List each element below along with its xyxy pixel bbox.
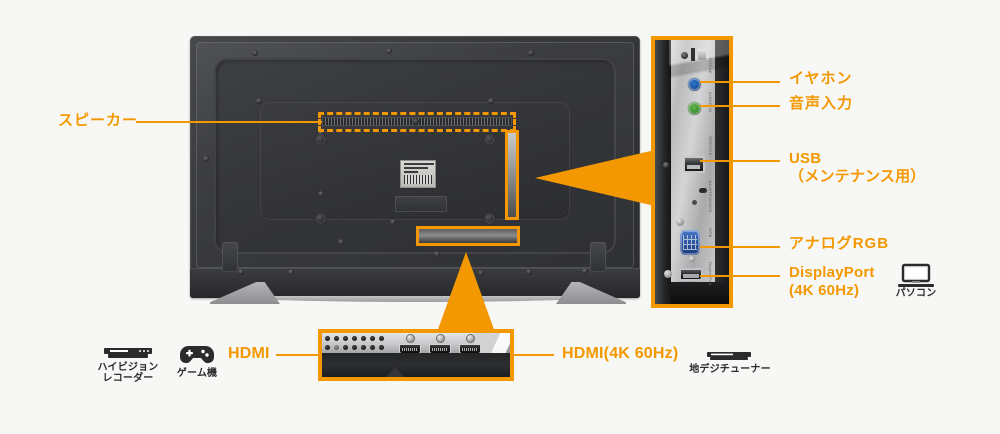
earphone-jack (688, 78, 701, 91)
vesa-mount-screw (315, 213, 326, 224)
hdmi-screw-2 (436, 334, 445, 343)
bottom-port-photo-strip (419, 229, 517, 243)
displayport-label: DisplayPort (4K 60Hz) (789, 264, 875, 299)
tv-rear-small-plate (395, 196, 447, 212)
side-panel-tab (698, 49, 706, 60)
tv-screw (488, 98, 494, 104)
side-panel-silkscreen: PHONE (708, 58, 713, 74)
side-panel-dot (692, 200, 697, 205)
side-port-highlight-box (505, 130, 519, 220)
usb-port (683, 156, 705, 173)
audio-in-label: 音声入力 (789, 95, 854, 112)
hdmi-screw-3 (466, 334, 475, 343)
side-panel-silkscreen: MAINTENANCE (708, 180, 713, 213)
tv-screw (582, 268, 588, 274)
usb-label: USB （メンテナンス用） (789, 150, 926, 185)
bottom-panel-notch (386, 367, 404, 377)
tuner-caption: 地デジチューナー (689, 364, 771, 375)
displayport-screw (664, 270, 672, 278)
tv-stand-bar (232, 296, 602, 302)
side-panel-silkscreen: DisplayPort (708, 262, 713, 286)
laptop-icon (898, 263, 934, 288)
side-panel-silkscreen: AUDIO IN (708, 92, 713, 113)
tv-screw (252, 50, 258, 56)
tv-screw (256, 98, 262, 104)
side-panel-silkscreen: RGB (708, 228, 713, 238)
recorder-icon (104, 348, 152, 358)
tv-screw (526, 269, 532, 275)
tv-screw (386, 48, 392, 54)
pc-caption: パソコン (895, 288, 937, 299)
side-panel-photo: PHONE AUDIO IN SERVICE MAINTENANCE RGB D… (651, 36, 733, 308)
vesa-mount-screw (315, 134, 326, 145)
speaker-highlight-box (318, 112, 516, 132)
speaker-label: スピーカー (58, 112, 139, 129)
vesa-mount-screw (484, 134, 495, 145)
displayport-leader-line (700, 275, 780, 277)
audio-in-jack (688, 102, 701, 115)
game-console-caption: ゲーム機 (176, 368, 218, 379)
arrow-to-bottom-panel (437, 252, 495, 332)
tv-screw (528, 50, 534, 56)
hdmi-4k-label: HDMI(4K 60Hz) (562, 345, 679, 362)
vga-screw-top (676, 218, 684, 226)
side-panel-silkscreen: SERVICE (708, 136, 713, 156)
tv-screw (338, 239, 344, 245)
side-port-photo-strip (508, 133, 516, 217)
vga-port (680, 230, 700, 255)
side-panel-left-edge (655, 40, 671, 304)
tv-screw (203, 156, 209, 162)
hdmi-screw-1 (406, 334, 415, 343)
usb-leader-line (700, 160, 780, 162)
tv-screw (318, 191, 324, 197)
vesa-mount-screw (484, 213, 495, 224)
tv-screw (288, 269, 294, 275)
bottom-panel-photo (318, 329, 514, 381)
tv-stand-tab-left (222, 242, 238, 272)
tv-screw (390, 219, 396, 225)
tv-screw (238, 269, 244, 275)
hdmi-4k-leader-line (514, 354, 554, 356)
side-panel-screw (663, 162, 669, 168)
earphone-leader-line (700, 81, 780, 83)
side-panel-hole (681, 52, 688, 59)
side-panel-clip (699, 188, 707, 193)
side-panel-bottom-shadow (671, 282, 729, 304)
vent-center-screw (412, 118, 419, 125)
speaker-leader-line (136, 121, 322, 123)
audio-in-leader-line (700, 105, 780, 107)
tv-stand-tab-right (590, 242, 606, 272)
earphone-label: イヤホン (789, 70, 853, 87)
tuner-icon (707, 352, 751, 360)
recorder-caption: ハイビジョン レコーダー (97, 362, 159, 384)
hdmi-leader-line (276, 354, 318, 356)
bottom-port-highlight-box (416, 226, 520, 246)
hdmi-label: HDMI (228, 345, 270, 362)
gamepad-icon (180, 346, 214, 364)
arrow-to-side-panel (535, 150, 655, 206)
analog-rgb-label: アナログRGB (789, 235, 890, 252)
side-panel-slot (691, 48, 695, 61)
analog-rgb-leader-line (700, 246, 780, 248)
displayport-port (679, 268, 703, 281)
bottom-panel-shadow (322, 353, 510, 377)
vga-screw-bottom (689, 256, 695, 262)
tv-screw (434, 251, 440, 257)
tv-screw (478, 270, 484, 276)
spec-label-sticker (400, 160, 436, 188)
